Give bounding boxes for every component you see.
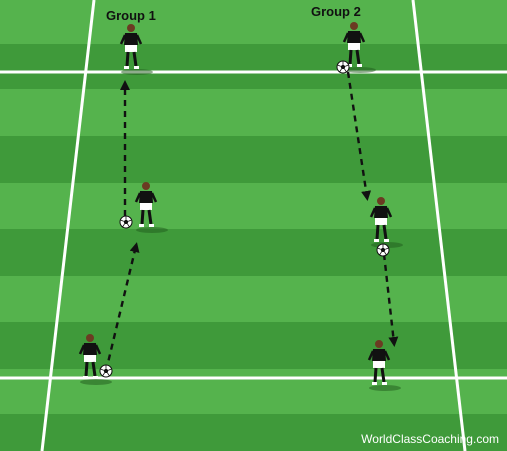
left-touchline — [40, 0, 96, 451]
group-2-label: Group 2 — [311, 4, 361, 19]
right-touchline — [411, 0, 467, 451]
watermark-text: WorldClassCoaching.com — [361, 432, 499, 446]
soccer-ball-icon — [336, 60, 350, 74]
soccer-ball-icon — [99, 364, 113, 378]
soccer-ball-icon — [119, 215, 133, 229]
pass-arrows — [104, 71, 399, 372]
group-1-label: Group 1 — [106, 8, 156, 23]
soccer-ball-icon — [376, 243, 390, 257]
pass-arrow-icon — [382, 253, 399, 347]
